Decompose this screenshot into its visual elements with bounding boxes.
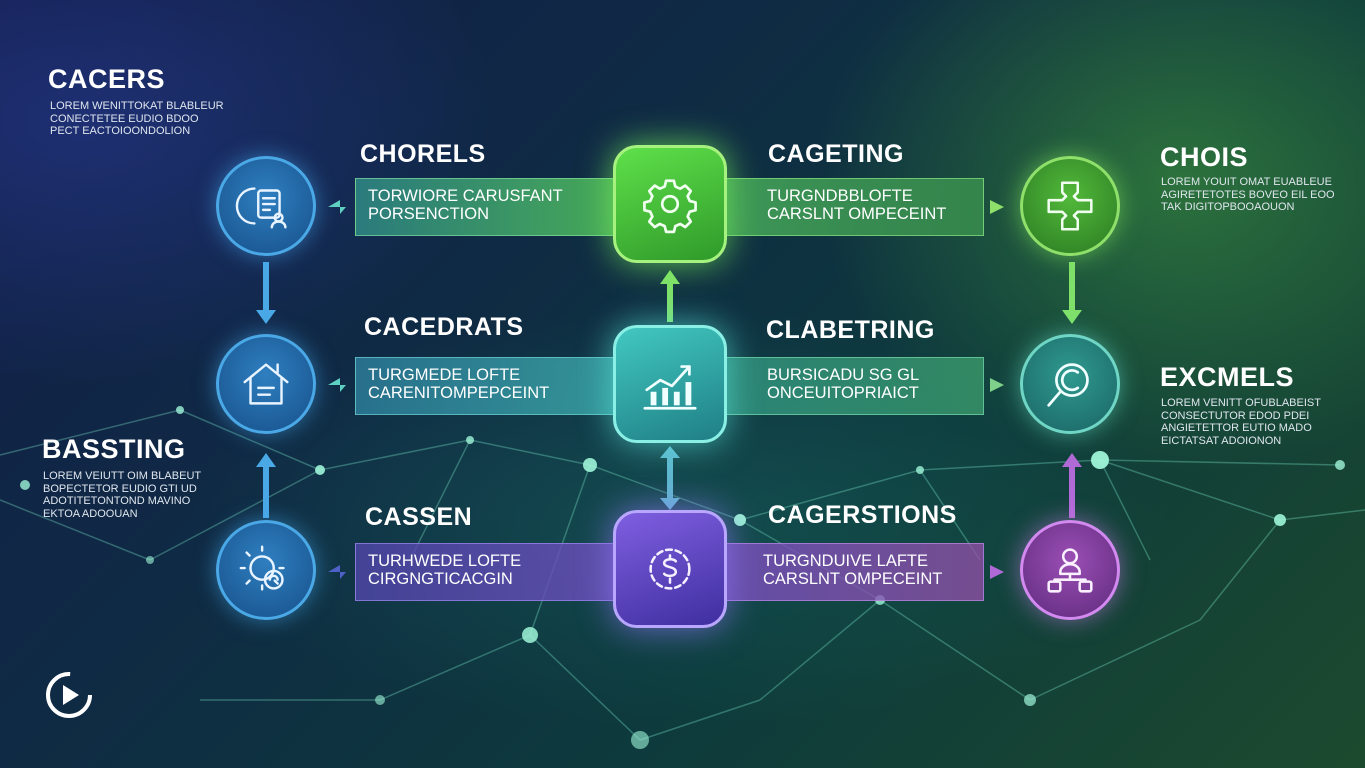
left-bottom-line: EKTOA ADOOUAN bbox=[43, 507, 138, 520]
row-2-left-title: CACEDRATS bbox=[364, 313, 524, 341]
center-hub-3 bbox=[613, 510, 727, 628]
gear-cycle-icon bbox=[239, 545, 285, 591]
row-3-right-title: CAGERSTIONS bbox=[768, 501, 957, 529]
dollar-cycle-icon bbox=[649, 548, 691, 590]
play-logo-icon bbox=[46, 672, 92, 718]
center-hub-1 bbox=[613, 145, 727, 263]
left-node-2 bbox=[216, 334, 316, 434]
right-top-line: LOREM YOUIT OMAT EUABLEUE bbox=[1161, 176, 1332, 188]
left-top-title: CACERS bbox=[48, 64, 166, 94]
bar-line: TORWIORE CARUSFANT bbox=[368, 187, 563, 205]
row-1-left-bar: TORWIORE CARUSFANT PORSENCTION bbox=[355, 178, 617, 236]
row-3-left-title: CASSEN bbox=[365, 503, 473, 531]
bar-line: CARENITOMPEPCEINT bbox=[368, 384, 550, 402]
row-2-right-title: CLABETRING bbox=[766, 316, 935, 344]
left-top-line: PECT EACTOIOONDOLION bbox=[50, 125, 191, 137]
left-node-1 bbox=[216, 156, 316, 256]
left-bottom-title: BASSTING bbox=[42, 434, 186, 464]
bar-line: TURHWEDE LOFTE bbox=[368, 552, 522, 570]
gear-icon bbox=[643, 179, 697, 234]
chat-document-icon bbox=[235, 187, 287, 229]
right-node-2 bbox=[1020, 334, 1120, 434]
right-bottom-line: CONSECTUTOR EDOD PDEI bbox=[1161, 409, 1310, 422]
right-top-line: TAK DIGITOPBOOAOUON bbox=[1161, 201, 1295, 213]
right-bottom-line: EICTATSAT ADOIONON bbox=[1161, 434, 1282, 447]
row-3-left-bar: TURHWEDE LOFTE CIRGNGTICACGIN bbox=[355, 543, 617, 601]
left-node-3 bbox=[216, 520, 316, 620]
left-top-description: LOREM WENITTOKAT BLABLEUR CONECTETEE EUD… bbox=[50, 100, 224, 138]
right-bottom-line: LOREM VENITT OFUBLABEIST bbox=[1161, 397, 1321, 409]
house-document-icon bbox=[243, 363, 289, 405]
right-node-1 bbox=[1020, 156, 1120, 256]
bar-line: ONCEUITOPRIAICT bbox=[767, 384, 919, 402]
org-chart-icon bbox=[1047, 548, 1093, 593]
bar-line: CARSLNT OMPECEINT bbox=[763, 570, 943, 588]
left-bottom-line: ADOTITETONTOND MAVINO bbox=[43, 495, 191, 507]
row-3-right-bar: TURGNDUIVE LAFTE CARSLNT OMPECEINT bbox=[722, 543, 984, 601]
magnifier-icon bbox=[1047, 363, 1089, 407]
left-bottom-description: LOREM VEIUTT OIM BLABEUT BOPECTETOR EUDI… bbox=[43, 470, 201, 520]
bar-chart-icon bbox=[643, 365, 697, 410]
left-bottom-line: BOPECTETOR EUDIO GTI UD bbox=[43, 482, 197, 495]
bar-line: CARSLNT OMPECEINT bbox=[767, 205, 947, 223]
row-1-right-bar: TURGNDBBLOFTE CARSLNT OMPECEINT bbox=[722, 178, 984, 236]
row-1-right-title: CAGETING bbox=[768, 140, 904, 168]
bar-line: TURGNDBBLOFTE bbox=[767, 187, 913, 205]
bar-line: PORSENCTION bbox=[368, 205, 490, 223]
bar-line: TURGMEDE LOFTE bbox=[368, 366, 521, 384]
bar-line: BURSICADU SG GL bbox=[767, 366, 920, 384]
center-hub-2 bbox=[613, 325, 727, 443]
row-2-left-bar: TURGMEDE LOFTE CARENITOMPEPCEINT bbox=[355, 357, 617, 415]
right-bottom-line: ANGIETETTOR EUTIO MADO bbox=[1161, 422, 1312, 434]
left-top-line: CONECTETEE EUDIO BDOO bbox=[50, 112, 199, 125]
left-bottom-line: LOREM VEIUTT OIM BLABEUT bbox=[43, 470, 202, 482]
puzzle-cross-icon bbox=[1047, 181, 1093, 231]
right-top-description: LOREM YOUIT OMAT EUABLEUE AGIRETETOTES B… bbox=[1161, 176, 1335, 214]
right-bottom-description: LOREM VENITT OFUBLABEIST CONSECTUTOR EDO… bbox=[1161, 397, 1321, 447]
right-top-title: CHOIS bbox=[1160, 142, 1249, 172]
left-top-line: LOREM WENITTOKAT BLABLEUR bbox=[50, 100, 224, 112]
right-bottom-title: EXCMELS bbox=[1160, 362, 1295, 392]
row-1-left-title: CHORELS bbox=[360, 140, 486, 168]
bar-line: CIRGNGTICACGIN bbox=[368, 570, 513, 588]
right-top-line: AGIRETETOTES BOVEO EIL EOO bbox=[1161, 188, 1335, 201]
right-node-3 bbox=[1020, 520, 1120, 620]
row-2-right-bar: BURSICADU SG GL ONCEUITOPRIAICT bbox=[722, 357, 984, 415]
bar-line: TURGNDUIVE LAFTE bbox=[763, 552, 929, 570]
